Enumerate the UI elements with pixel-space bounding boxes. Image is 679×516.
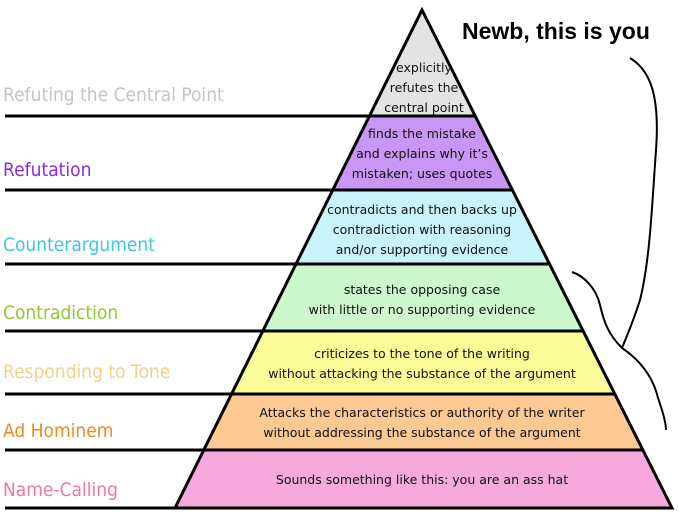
description-line: mistaken; uses quotes	[351, 166, 493, 181]
pyramid-band-1	[369, 10, 476, 116]
level-label: Refutation	[3, 159, 92, 181]
description-line: finds the mistake	[368, 126, 476, 141]
description-line: without addressing the substance of the …	[263, 425, 581, 440]
pyramid-outline	[172, 6, 675, 510]
level-label: Responding to Tone	[3, 361, 171, 383]
description-line: and explains why it’s	[356, 146, 488, 161]
level-description: Attacks the characteristics or authority…	[259, 403, 584, 443]
level-description: finds the mistake and explains why it’s mi…	[352, 124, 493, 184]
description-line: explicitly	[396, 60, 452, 75]
level-description: criticizes to the tone of the writing wit…	[268, 344, 576, 384]
level-description: Sounds something like this: you are an a…	[276, 470, 568, 490]
description-line: states the opposing case	[343, 282, 501, 297]
level-label: Counterargument	[3, 234, 155, 256]
description-line: with little or no supporting evidence	[308, 302, 536, 317]
pyramid-band-3	[296, 190, 550, 264]
level-description: contradicts and then backs up contradicti…	[327, 200, 517, 260]
pyramid-band-5	[231, 331, 615, 394]
description-line: criticizes to the tone of the writing	[314, 346, 530, 361]
level-label: Contradiction	[3, 302, 119, 324]
description-line: contradiction with reasoning	[332, 222, 512, 237]
description-line: refutes the	[389, 80, 459, 95]
level-description: states the opposing case with little or n…	[309, 280, 536, 320]
pyramid-band-2	[332, 116, 513, 190]
brace-large	[620, 57, 667, 431]
level-label: Name-Calling	[3, 479, 118, 501]
level-label: Refuting the Central Point	[3, 84, 224, 106]
description-line: Attacks the characteristics or authority…	[259, 405, 585, 420]
pyramid-band-4	[262, 264, 584, 331]
level-label: Ad Hominem	[3, 420, 114, 442]
description-line: Sounds something like this: you are an a…	[275, 472, 569, 487]
description-line: central point	[384, 100, 464, 115]
level-description: explicitly refutes the central point	[384, 58, 464, 118]
description-line: and/or supporting evidence	[335, 242, 509, 257]
description-line: contradicts and then backs up	[327, 202, 517, 217]
description-line: without attacking the substance of the a…	[268, 366, 576, 381]
brace-small	[571, 271, 623, 349]
caption-text: Newb, this is you	[462, 18, 650, 44]
pyramid-band-6	[203, 394, 643, 450]
pyramid-band-7	[175, 450, 672, 508]
